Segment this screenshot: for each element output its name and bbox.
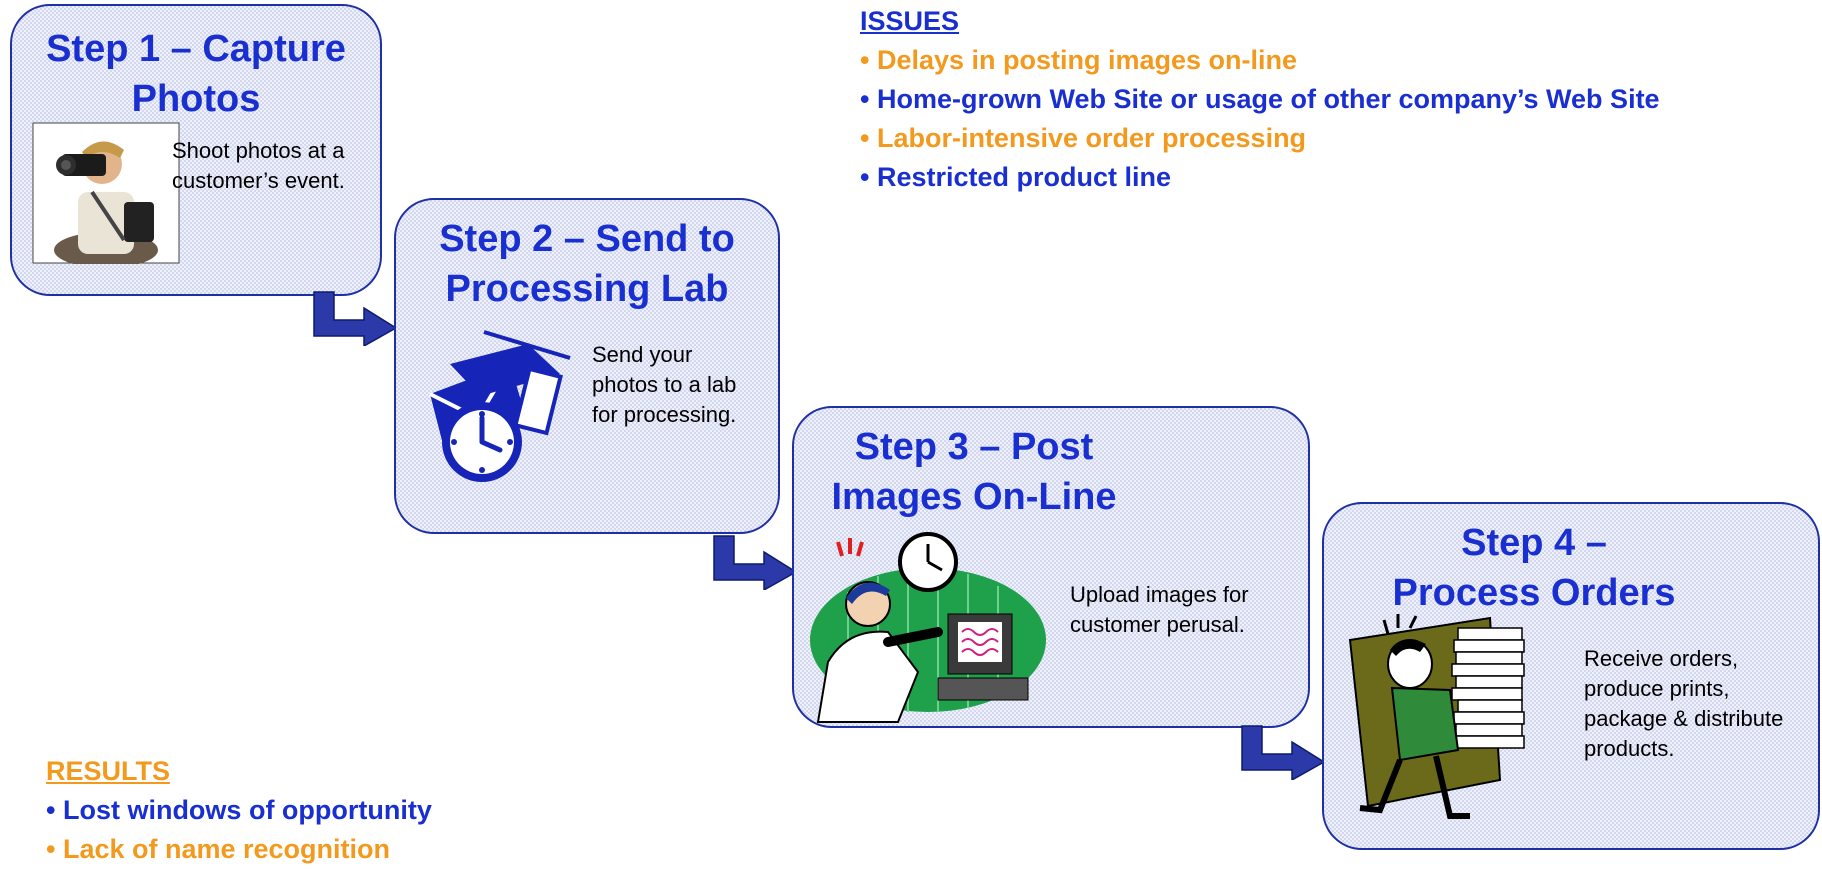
issues-title: ISSUES: [860, 6, 960, 36]
step-4-box: Step 4 – Process Orders Receive orders, …: [1322, 502, 1820, 850]
photographer-clipart: [32, 122, 180, 264]
results-section: RESULTS • Lost windows of opportunity • …: [46, 752, 432, 869]
results-title: RESULTS: [46, 756, 171, 786]
paper-stack-runner-clipart: [1348, 614, 1525, 819]
step-1-title: Step 1 – Capture Photos: [46, 28, 346, 120]
issues-item: • Restricted product line: [860, 162, 1172, 192]
flow-arrow-2: [713, 535, 798, 590]
issues-item: • Labor-intensive order processing: [860, 123, 1307, 153]
step-3-description: Upload images for customer perusal.: [1070, 582, 1249, 637]
step-3-box: Step 3 – Post Images On-Line Upload imag…: [792, 406, 1310, 728]
flow-arrow-1: [313, 291, 398, 346]
step-1-box: Step 1 – Capture Photos Shoot photos at …: [10, 4, 382, 296]
flow-arrow-3: [1241, 725, 1326, 780]
issues-section: ISSUES • Delays in posting images on-lin…: [860, 2, 1660, 197]
step-4-description: Receive orders, produce prints, package …: [1584, 646, 1784, 761]
computer-user-clipart: [810, 532, 1046, 723]
step-1-description: Shoot photos at a customer’s event.: [172, 138, 345, 193]
results-item: • Lack of name recognition: [46, 834, 391, 864]
issues-item: • Delays in posting images on-line: [860, 45, 1298, 75]
step-3-title: Step 3 – Post Images On-Line: [831, 426, 1117, 518]
step-2-description: Send your photos to a lab for processing…: [592, 342, 737, 427]
step-4-title: Step 4 – Process Orders: [1392, 522, 1676, 614]
envelope-clock-clipart: [429, 330, 571, 482]
step-2-title: Step 2 – Send to Processing Lab: [439, 218, 735, 310]
results-item: • Lost windows of opportunity: [46, 795, 432, 825]
step-2-box: Step 2 – Send to Processing Lab Send you…: [394, 198, 780, 534]
issues-item: • Home-grown Web Site or usage of other …: [860, 84, 1660, 114]
